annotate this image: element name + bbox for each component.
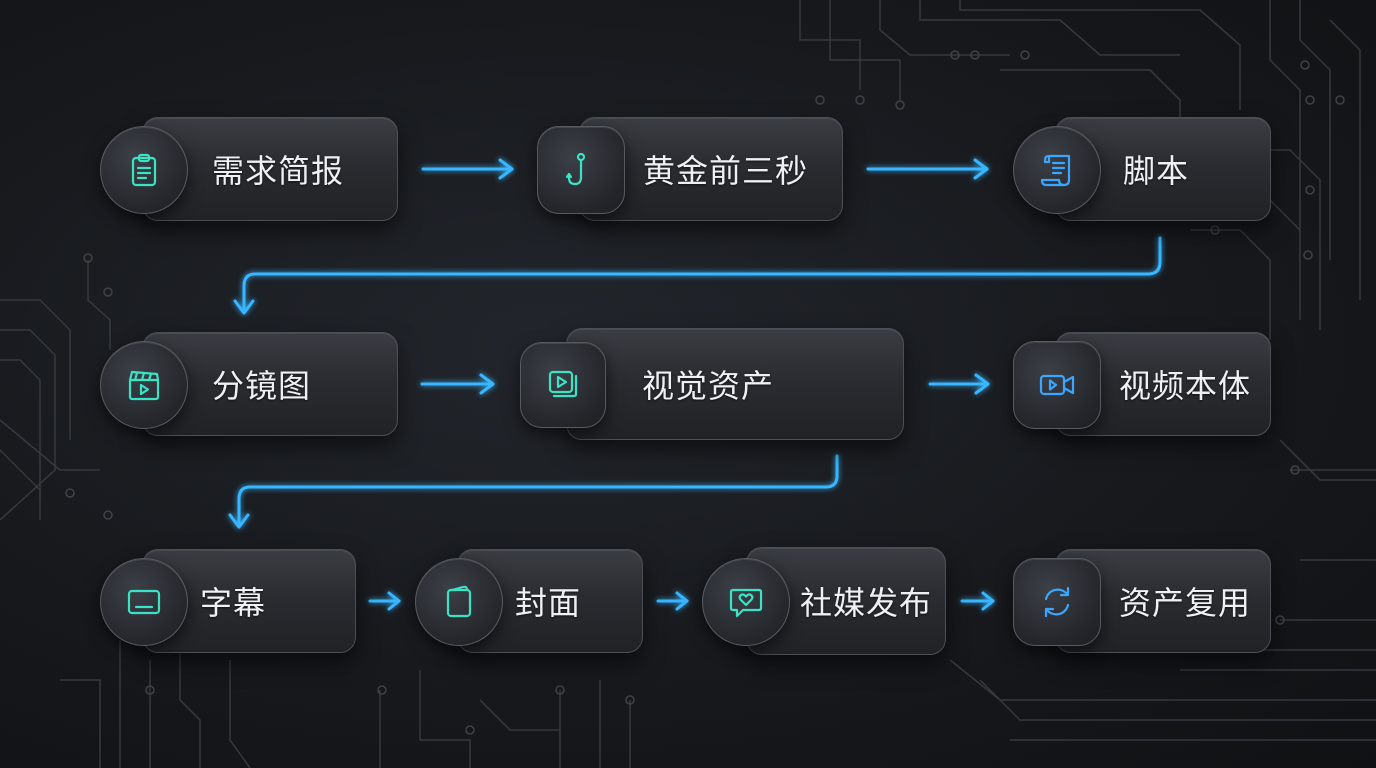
- node-label: 视频本体: [1119, 367, 1252, 405]
- scroll-icon: [1040, 154, 1071, 187]
- arrow-visual-to-video: [928, 373, 990, 395]
- node-label: 封面: [515, 584, 582, 622]
- arrow-social-to-reuse: [960, 591, 995, 611]
- node-label: 视觉资产: [642, 367, 775, 405]
- node-label: 脚本: [1123, 152, 1190, 190]
- subtitle-icon: [127, 589, 161, 615]
- node-label: 字幕: [200, 584, 267, 622]
- hook-icon: [565, 152, 586, 186]
- connector-script-to-storyboard: [233, 236, 1162, 315]
- node-label: 社媒发布: [800, 584, 933, 622]
- node-video[interactable]: 视频本体: [1013, 332, 1271, 436]
- arrow-storyboard-to-visual: [420, 373, 495, 395]
- clipboard-icon: [131, 153, 157, 187]
- arrow-hook-to-script: [866, 158, 989, 180]
- media-stack-icon: [548, 370, 578, 398]
- arrow-cover-to-social: [656, 591, 689, 611]
- node-cover[interactable]: 封面: [415, 549, 643, 653]
- node-script[interactable]: 脚本: [1013, 117, 1271, 221]
- chat-heart-icon: [729, 588, 763, 618]
- connector-visual-to-subtitle: [228, 454, 839, 529]
- node-social[interactable]: 社媒发布: [702, 547, 946, 655]
- node-visual[interactable]: 视觉资产: [520, 328, 904, 440]
- recycle-icon: [1044, 586, 1070, 618]
- node-label: 需求简报: [212, 152, 345, 190]
- node-label: 分镜图: [212, 367, 312, 405]
- node-label: 黄金前三秒: [643, 152, 809, 190]
- arrow-subtitle-to-cover: [368, 591, 401, 611]
- node-reuse[interactable]: 资产复用: [1013, 549, 1271, 653]
- node-label: 资产复用: [1119, 584, 1252, 622]
- node-subtitle[interactable]: 字幕: [100, 549, 356, 653]
- node-hook[interactable]: 黄金前三秒: [537, 117, 843, 221]
- cover-icon: [446, 585, 472, 618]
- video-camera-icon: [1039, 374, 1075, 396]
- node-brief[interactable]: 需求简报: [100, 117, 398, 221]
- node-storyboard[interactable]: 分镜图: [100, 332, 398, 436]
- arrow-brief-to-hook: [421, 158, 514, 180]
- clapperboard-icon: [128, 370, 160, 401]
